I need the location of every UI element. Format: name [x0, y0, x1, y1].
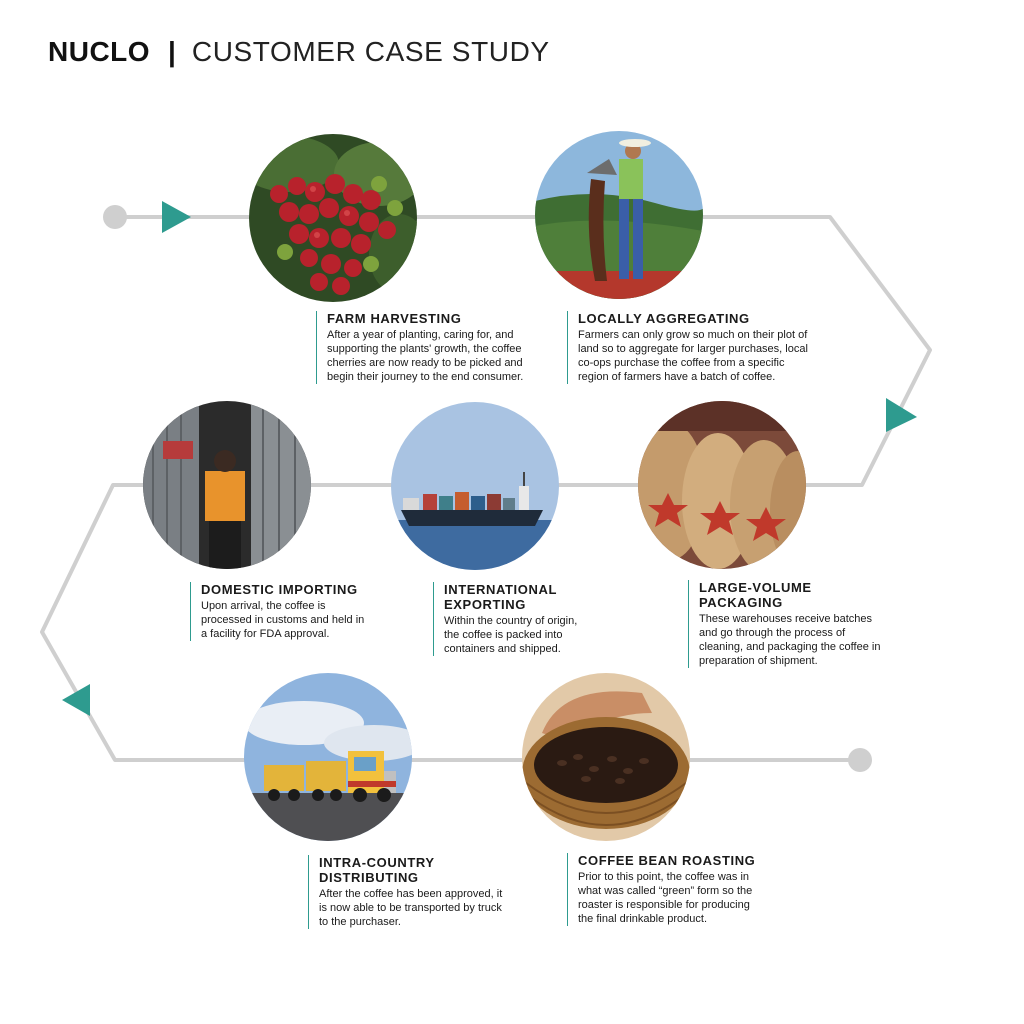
step-farm-harvesting: FARM HARVESTING After a year of planting…: [316, 311, 549, 384]
domestic-importing-photo: [143, 401, 311, 569]
step-coffee-bean-roasting: COFFEE BEAN ROASTING Prior to this point…: [567, 853, 763, 926]
step-locally-aggregating: LOCALLY AGGREGATING Farmers can only gro…: [567, 311, 818, 384]
step-description: Within the country of origin, the coffee…: [444, 615, 578, 655]
step-description: Farmers can only grow so much on their p…: [578, 329, 808, 383]
step-title: DOMESTIC IMPORTING: [201, 582, 358, 597]
farm-harvesting-photo: [249, 134, 417, 302]
coffee-bean-roasting-photo: [522, 673, 690, 841]
step-intra-country-distributing: INTRA-COUNTRY DISTRIBUTING After the cof…: [308, 855, 504, 929]
step-international-exporting: INTERNATIONAL EXPORTING Within the count…: [433, 582, 594, 656]
step-description: Upon arrival, the coffee is processed in…: [201, 600, 365, 640]
step-description: After the coffee has been approved, it i…: [319, 888, 503, 928]
step-description: After a year of planting, caring for, an…: [327, 329, 524, 383]
step-title: FARM HARVESTING: [327, 311, 462, 326]
page-header: NUCLO | CUSTOMER CASE STUDY: [48, 30, 550, 74]
page-title: CUSTOMER CASE STUDY: [191, 36, 550, 67]
step-domestic-importing: DOMESTIC IMPORTING Upon arrival, the cof…: [190, 582, 371, 641]
step-title: INTRA-COUNTRY DISTRIBUTING: [319, 855, 435, 885]
flow-end-node: [848, 748, 872, 772]
step-title: INTERNATIONAL EXPORTING: [444, 582, 557, 612]
intra-country-distributing-photo: [244, 673, 412, 841]
step-title: COFFEE BEAN ROASTING: [578, 853, 756, 868]
flow-arrow-right-icon: [162, 201, 191, 233]
step-title: LOCALLY AGGREGATING: [578, 311, 750, 326]
locally-aggregating-photo: [535, 131, 703, 299]
flow-arrow-icon: [62, 684, 90, 716]
flow-arrow-icon: [886, 398, 917, 432]
step-title: LARGE-VOLUME PACKAGING: [699, 580, 812, 610]
step-large-volume-packaging: LARGE-VOLUME PACKAGING These warehouses …: [688, 580, 881, 668]
brand-logo-text: NUCLO: [48, 36, 151, 67]
large-volume-packaging-photo: [638, 401, 806, 569]
flow-start-node: [103, 205, 127, 229]
header-separator: |: [168, 36, 176, 67]
step-description: Prior to this point, the coffee was in w…: [578, 871, 753, 925]
international-exporting-photo: [391, 402, 559, 570]
step-description: These warehouses receive batches and go …: [699, 613, 881, 667]
